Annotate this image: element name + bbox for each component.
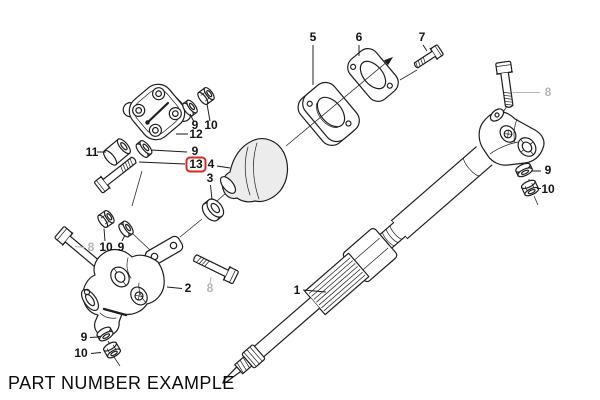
bolt-small-drawing xyxy=(413,44,444,69)
upper-u-joint-drawing xyxy=(478,108,545,166)
lower-joint-drawing xyxy=(80,235,184,337)
washer-coupling-mid-drawing xyxy=(135,140,153,158)
callout-9-lower-left: 9 xyxy=(118,240,125,254)
callout-8-upper-right: 8 xyxy=(545,85,552,99)
assembly-axis-arrow xyxy=(179,57,393,238)
callout-9-bottom: 9 xyxy=(81,330,88,344)
bolt-upper-right-drawing xyxy=(495,60,514,108)
boot-drawing xyxy=(219,138,289,203)
plate-thin-drawing xyxy=(347,48,399,102)
nut-lower-bottom-drawing xyxy=(102,341,122,359)
callout-8-lower-right: 8 xyxy=(207,281,214,295)
washer-upper-right-drawing xyxy=(515,162,533,178)
callout-leader-lines xyxy=(89,44,541,354)
callout-9-upper-right: 9 xyxy=(545,163,552,177)
washer-lower-bottom-drawing xyxy=(96,326,114,342)
washer-lower-left-drawing xyxy=(118,220,134,238)
callout-11: 11 xyxy=(86,145,99,159)
bolt-lower-right-drawing xyxy=(193,254,239,285)
ring-drawing xyxy=(201,198,225,222)
callout-10-lower-left: 10 xyxy=(99,240,113,254)
callout-9-coupling-mid: 9 xyxy=(192,144,199,158)
flex-disc-drawing xyxy=(122,83,192,141)
spacer-bushing-drawing xyxy=(103,138,131,166)
plate-thick-drawing xyxy=(297,81,360,146)
bolt-13-drawing xyxy=(94,156,137,194)
callout-4: 4 xyxy=(208,157,215,171)
callout-1: 1 xyxy=(294,283,301,297)
steering-shaft-drawing xyxy=(222,146,493,384)
callout-7: 7 xyxy=(419,30,426,44)
nut-upper-right-drawing xyxy=(520,179,540,197)
nut-coupling-top-drawing xyxy=(197,86,215,106)
muted-leader-lines xyxy=(74,92,540,284)
highlight-box-13 xyxy=(185,156,207,173)
caption: PART NUMBER EXAMPLE xyxy=(8,373,235,393)
callout-8-lower-left: 8 xyxy=(88,240,95,254)
callout-2: 2 xyxy=(185,281,192,295)
callout-13-highlighted: 13 xyxy=(189,157,203,171)
callout-6: 6 xyxy=(356,30,363,44)
washer-coupling-top-drawing xyxy=(182,99,198,117)
callout-10-coupling-top: 10 xyxy=(204,118,218,132)
callout-10-upper-right: 10 xyxy=(541,182,555,196)
callout-9-coupling-top: 9 xyxy=(192,118,199,132)
callout-5: 5 xyxy=(310,30,317,44)
nut-lower-left-drawing xyxy=(97,209,115,229)
callout-12: 12 xyxy=(189,127,203,141)
callout-10-bottom: 10 xyxy=(74,346,88,360)
callout-3: 3 xyxy=(207,171,214,185)
